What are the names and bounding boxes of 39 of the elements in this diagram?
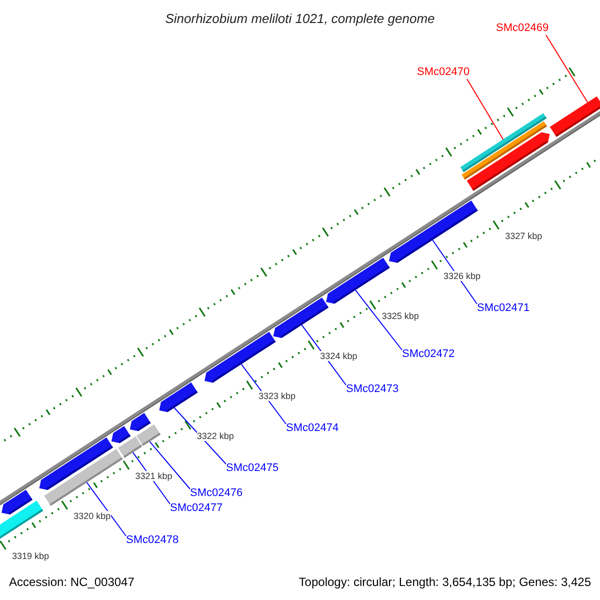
gene-label: SMc02472 bbox=[402, 348, 455, 361]
leader-line bbox=[354, 290, 402, 350]
gene-feature bbox=[39, 437, 113, 490]
scale-label: 3323 kbp bbox=[258, 391, 296, 402]
scale-label: 3326 kbp bbox=[443, 270, 480, 281]
leader-line bbox=[86, 482, 126, 536]
leader-line bbox=[149, 441, 190, 490]
gene-feature bbox=[130, 412, 151, 432]
leader-line bbox=[546, 34, 588, 103]
title: Sinorhizobium meliloti 1021, complete genome bbox=[165, 10, 435, 28]
scale-label: 3322 kbp bbox=[196, 431, 234, 442]
gene-label: SMc02471 bbox=[477, 302, 530, 315]
scale-label: 3321 kbp bbox=[135, 471, 172, 482]
scale-label: 3327 kbp bbox=[505, 230, 542, 241]
gene-feature bbox=[326, 258, 390, 304]
gene-label: SMc02470 bbox=[417, 66, 470, 79]
gene-feature bbox=[389, 200, 478, 263]
gene-label: SMc02478 bbox=[126, 534, 179, 547]
gene-feature bbox=[460, 113, 547, 172]
gene-feature bbox=[204, 332, 276, 383]
gene-label: SMc02473 bbox=[346, 383, 399, 396]
leader-line bbox=[466, 78, 504, 140]
scale-label: 3325 kbp bbox=[382, 311, 419, 322]
footer-text: Accession: NC_003047 bbox=[9, 574, 134, 591]
scale-label: 3324 kbp bbox=[320, 351, 358, 362]
gene-label: SMc02477 bbox=[170, 502, 223, 515]
gene-feature bbox=[111, 426, 131, 444]
scale-label: 3319 kbp bbox=[12, 551, 49, 562]
gene-label: SMc02475 bbox=[226, 462, 279, 475]
gene-feature bbox=[159, 382, 198, 412]
scale-label: 3320 kbp bbox=[74, 511, 111, 522]
footer-text: Topology: circular; Length: 3,654,135 bp; Genes: 3,425 bbox=[298, 574, 591, 591]
gene-feature bbox=[273, 297, 329, 338]
gene-label: SMc02476 bbox=[190, 487, 243, 500]
gene-label: SMc02469 bbox=[496, 22, 549, 35]
gene-feature bbox=[2, 490, 32, 514]
gene-feature bbox=[550, 96, 600, 137]
leader-line bbox=[174, 407, 226, 464]
gene-label: SMc02474 bbox=[286, 422, 339, 435]
